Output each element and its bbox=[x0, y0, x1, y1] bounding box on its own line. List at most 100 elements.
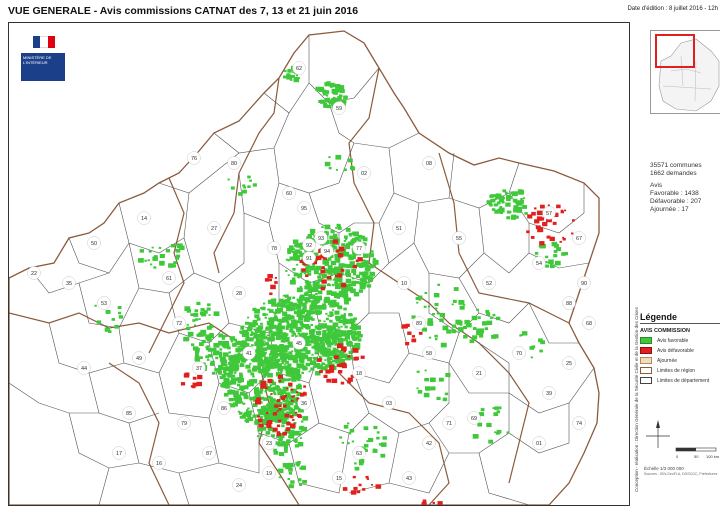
commune-favorable bbox=[304, 342, 310, 347]
commune-favorable bbox=[489, 316, 493, 319]
department-label-bg bbox=[77, 361, 91, 375]
commune-favorable bbox=[463, 326, 467, 330]
commune-favorable bbox=[239, 363, 245, 367]
commune-favorable bbox=[286, 75, 293, 80]
commune-favorable bbox=[230, 186, 235, 190]
commune-favorable bbox=[369, 264, 374, 269]
commune-favorable bbox=[237, 340, 241, 344]
commune-favorable bbox=[303, 268, 309, 273]
commune-favorable bbox=[153, 255, 158, 259]
commune-favorable bbox=[263, 397, 268, 401]
commune-favorable bbox=[331, 283, 335, 287]
commune-favorable bbox=[538, 338, 543, 343]
commune-favorable bbox=[242, 325, 245, 328]
commune-favorable bbox=[247, 316, 250, 319]
commune-favorable bbox=[259, 388, 264, 392]
commune-favorable bbox=[363, 275, 369, 280]
flag-blue bbox=[33, 36, 41, 48]
commune-favorable bbox=[297, 461, 301, 464]
commune-favorable bbox=[266, 334, 269, 337]
commune-defavorable bbox=[281, 397, 286, 401]
map-canvas[interactable]: 5962807602086095271450515557546788779178… bbox=[9, 23, 629, 505]
department-label: 57 bbox=[546, 211, 552, 217]
commune-favorable bbox=[299, 360, 305, 364]
commune-favorable bbox=[211, 371, 216, 375]
credits-vertical: Conception - réalisation : Direction Gén… bbox=[634, 22, 644, 504]
commune-favorable bbox=[312, 304, 319, 310]
commune-favorable bbox=[351, 325, 358, 330]
commune-favorable bbox=[233, 338, 237, 342]
commune-defavorable bbox=[337, 371, 341, 374]
commune-defavorable bbox=[530, 236, 535, 239]
department-label-bg bbox=[402, 471, 416, 485]
commune-favorable bbox=[261, 410, 267, 415]
commune-defavorable bbox=[341, 283, 347, 288]
commune-favorable bbox=[153, 266, 157, 269]
commune-favorable bbox=[232, 354, 235, 357]
commune-favorable bbox=[252, 358, 258, 363]
commune-favorable bbox=[282, 317, 289, 323]
commune-favorable bbox=[288, 301, 293, 306]
department-label: 67 bbox=[576, 236, 582, 242]
commune-favorable bbox=[211, 348, 215, 352]
commune-favorable bbox=[347, 355, 353, 360]
commune-favorable bbox=[476, 308, 479, 311]
commune-favorable bbox=[545, 261, 548, 264]
commune-favorable bbox=[333, 328, 337, 332]
commune-favorable bbox=[335, 348, 339, 351]
region-border bbox=[108, 362, 170, 505]
commune-favorable bbox=[317, 278, 322, 282]
commune-favorable bbox=[310, 232, 315, 236]
commune-favorable bbox=[293, 430, 300, 436]
commune-favorable bbox=[303, 365, 307, 368]
commune-favorable bbox=[318, 100, 322, 103]
commune-favorable bbox=[238, 192, 243, 196]
commune-favorable bbox=[279, 352, 285, 357]
commune-favorable bbox=[296, 254, 300, 258]
commune-favorable bbox=[285, 356, 290, 360]
commune-favorable bbox=[457, 320, 463, 325]
commune-favorable bbox=[330, 351, 336, 356]
department-label: 59 bbox=[336, 106, 342, 112]
commune-favorable bbox=[223, 392, 229, 397]
commune-favorable bbox=[364, 271, 369, 275]
commune-favorable bbox=[294, 256, 300, 261]
commune-favorable bbox=[341, 288, 346, 292]
commune-favorable bbox=[318, 272, 322, 276]
commune-favorable bbox=[316, 295, 322, 301]
commune-favorable bbox=[493, 203, 498, 207]
commune-favorable bbox=[301, 311, 305, 315]
commune-favorable bbox=[524, 212, 528, 215]
commune-favorable bbox=[186, 309, 191, 313]
commune-favorable bbox=[479, 412, 484, 417]
department-label-bg bbox=[352, 446, 366, 460]
department-label: 55 bbox=[456, 236, 462, 242]
commune-favorable bbox=[280, 340, 284, 343]
commune-favorable bbox=[296, 464, 300, 467]
commune-defavorable bbox=[336, 363, 341, 367]
commune-favorable bbox=[348, 432, 352, 435]
commune-favorable bbox=[312, 263, 315, 266]
commune-defavorable bbox=[320, 286, 326, 291]
commune-favorable bbox=[198, 318, 201, 320]
commune-favorable bbox=[324, 239, 330, 244]
commune-favorable bbox=[499, 205, 503, 209]
commune-defavorable bbox=[276, 424, 281, 428]
commune-favorable bbox=[278, 325, 283, 329]
commune-favorable bbox=[206, 337, 211, 341]
commune-favorable bbox=[200, 329, 207, 335]
commune-defavorable bbox=[362, 488, 366, 491]
commune-favorable bbox=[195, 353, 199, 356]
commune-favorable bbox=[315, 371, 321, 376]
commune-defavorable bbox=[562, 236, 565, 239]
commune-defavorable bbox=[265, 423, 268, 426]
commune-favorable bbox=[373, 425, 378, 430]
commune-favorable bbox=[351, 269, 357, 273]
commune-favorable bbox=[233, 357, 239, 362]
commune-favorable bbox=[268, 317, 271, 320]
commune-favorable bbox=[242, 416, 246, 419]
commune-favorable bbox=[327, 344, 331, 348]
commune-favorable bbox=[322, 332, 327, 337]
commune-defavorable bbox=[257, 418, 263, 423]
